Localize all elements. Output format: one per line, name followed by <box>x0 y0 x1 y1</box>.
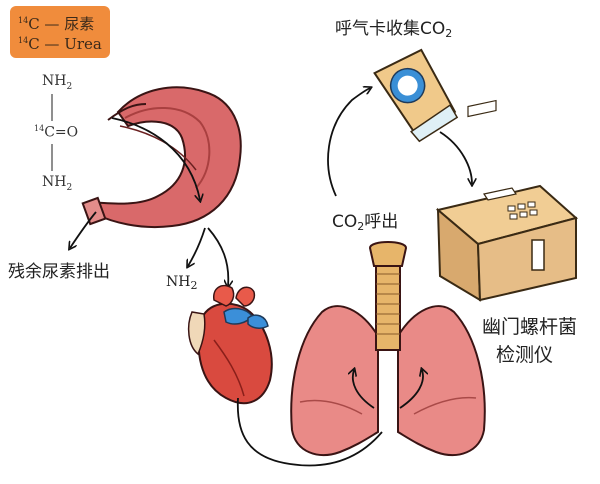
formula-nh2-top: NH2 <box>42 73 73 92</box>
lungs-illustration <box>290 241 486 456</box>
formula-carbon-group: 14C=O <box>34 124 79 141</box>
breath-card-label: 呼气卡收集CO2 <box>335 19 453 40</box>
exhale-arrow <box>327 88 370 197</box>
lung-arrows <box>353 370 423 409</box>
analyzer-illustration <box>435 99 579 302</box>
residual-urea-label: 残余尿素排出 <box>8 262 110 282</box>
legend-line-en: 14C — Urea <box>18 35 102 53</box>
legend-box: 14C — 尿素 14C — Urea <box>10 6 110 58</box>
stomach-illustration <box>81 86 242 229</box>
analyzer-label-line1: 幽门螺杆菌 <box>482 316 578 338</box>
to-analyzer-arrow <box>439 131 472 184</box>
stomach-arrows <box>70 117 228 286</box>
co2-exhale-label: CO2呼出 <box>332 212 399 233</box>
legend-line-cn: 14C — 尿素 <box>18 15 95 33</box>
breath-card-illustration <box>373 48 459 143</box>
nh2-released-label: NH2 <box>166 274 198 292</box>
analyzer-label-line2: 检测仪 <box>496 344 554 366</box>
blood-flow-path <box>236 397 383 467</box>
formula-nh2-bottom: NH2 <box>42 174 73 193</box>
heart-illustration <box>187 284 273 405</box>
